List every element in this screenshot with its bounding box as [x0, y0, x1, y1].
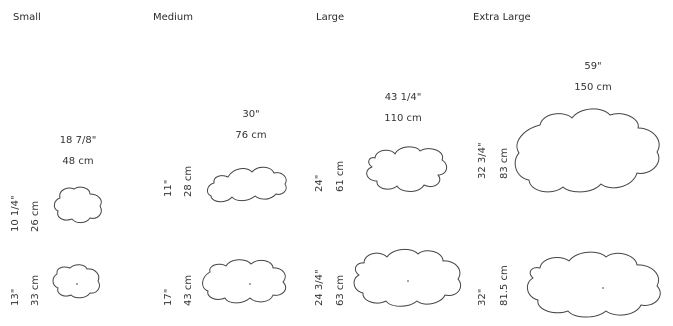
xl-cloud-side-outline: [514, 108, 660, 193]
small-width-cm: 48 cm: [62, 156, 94, 167]
medium-cloud-top-outline: [202, 259, 287, 304]
xl-cloud-top-outline: [526, 251, 661, 318]
small-width-inches: 18 7/8": [59, 135, 97, 146]
medium-width-cm: 76 cm: [235, 130, 267, 141]
large-width-inches: 43 1/4": [384, 92, 422, 103]
size-heading-medium: Medium: [153, 12, 193, 23]
large-cloud-top-outline: [353, 249, 462, 307]
small-cloud-side-outline: [53, 186, 102, 224]
size-heading-large: Large: [316, 12, 345, 23]
medium-cloud-center-dot: [249, 283, 251, 285]
xl-cloud-center-dot: [602, 287, 604, 289]
medium-width-inches: 30": [242, 109, 260, 120]
size-heading-extra-large: Extra Large: [473, 12, 531, 23]
xl-width-cm: 150 cm: [574, 82, 612, 93]
medium-cloud-side-outline: [206, 166, 287, 203]
size-heading-small: Small: [13, 12, 41, 23]
large-cloud-center-dot: [407, 280, 409, 282]
small-cloud-center-dot: [76, 283, 78, 285]
large-cloud-side-outline: [366, 146, 448, 192]
small-cloud-top-outline: [52, 264, 100, 299]
xl-width-inches: 59": [584, 61, 602, 72]
large-width-cm: 110 cm: [384, 113, 422, 124]
